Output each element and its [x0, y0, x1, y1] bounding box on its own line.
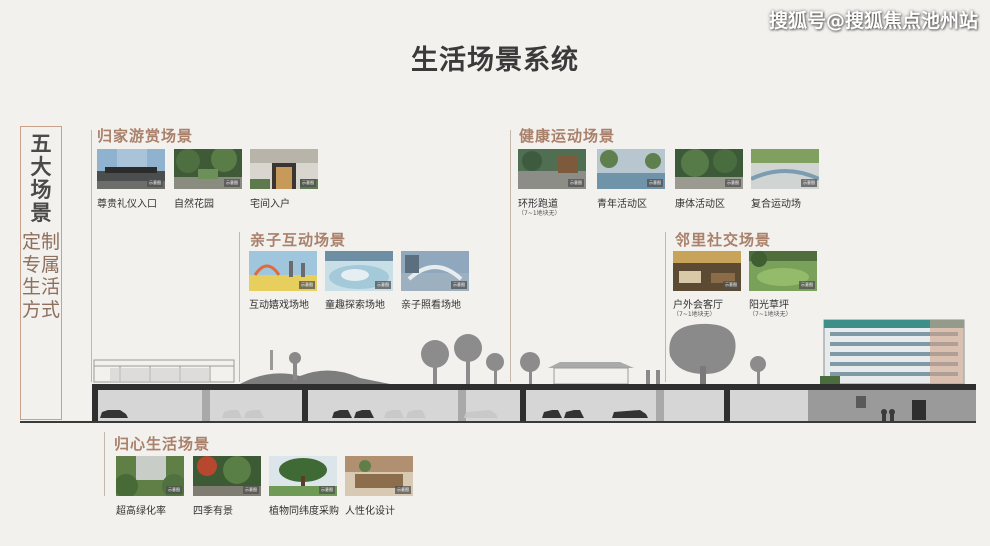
section-social-title: 邻里社交场景	[675, 231, 772, 249]
divider-home	[91, 130, 92, 382]
note-outdoor-lounge: （7~1地块无）	[673, 311, 716, 318]
caption-sports-field: 复合运动场	[751, 199, 801, 210]
photo-sunny-lawn: 示意图	[749, 251, 817, 291]
photo-play-area: 示意图	[249, 251, 317, 291]
caption-humanized-design: 人性化设计	[345, 506, 395, 517]
photo-parent-area: 示意图	[401, 251, 469, 291]
section-sports-title: 健康运动场景	[519, 127, 616, 145]
photo-outdoor-lounge: 示意图	[673, 251, 741, 291]
photo-running-track: 示意图	[518, 149, 586, 189]
photo-home-entry: 示意图	[250, 149, 318, 189]
caption-sunny-lawn: 阳光草坪	[749, 300, 789, 311]
caption-home-entry: 宅间入户	[250, 199, 290, 210]
caption-youth-area: 青年活动区	[597, 199, 647, 210]
underground-silhouette	[92, 390, 976, 422]
caption-play-area: 互动嬉戏场地	[249, 300, 309, 311]
photo-youth-area: 示意图	[597, 149, 665, 189]
landscape-silhouette	[93, 319, 965, 385]
section-family-title: 亲子互动场景	[250, 231, 347, 249]
caption-four-seasons: 四季有景	[193, 506, 233, 517]
photo-sports-field: 示意图	[751, 149, 819, 189]
photo-greening-rate: 示意图	[116, 456, 184, 496]
photo-natural-garden: 示意图	[174, 149, 242, 189]
caption-running-track: 环形跑道	[518, 199, 558, 210]
baseline	[20, 421, 976, 423]
page-title: 生活场景系统	[411, 45, 579, 76]
photo-entrance: 示意图	[97, 149, 165, 189]
caption-natural-garden: 自然花园	[174, 199, 214, 210]
caption-parent-area: 亲子照看场地	[401, 300, 461, 311]
section-heart-title: 归心生活场景	[114, 435, 211, 453]
section-home-title: 归家游赏场景	[97, 127, 194, 145]
note-running-track: （7~1地块无）	[518, 210, 561, 217]
note-sunny-lawn: （7~1地块无）	[749, 311, 792, 318]
caption-fitness-area: 康体活动区	[675, 199, 725, 210]
divider-social	[665, 232, 666, 382]
photo-four-seasons: 示意图	[193, 456, 261, 496]
photo-explore-area: 示意图	[325, 251, 393, 291]
caption-greening-rate: 超高绿化率	[116, 506, 166, 517]
caption-plant-sourcing: 植物同纬度采购	[269, 506, 339, 517]
photo-plant-sourcing: 示意图	[269, 456, 337, 496]
caption-entrance: 尊贵礼仪入口	[97, 199, 157, 210]
divider-family	[239, 232, 240, 382]
watermark: 搜狐号@搜狐焦点池州站	[768, 10, 978, 32]
photo-fitness-area: 示意图	[675, 149, 743, 189]
caption-outdoor-lounge: 户外会客厅	[673, 300, 723, 311]
photo-humanized-design: 示意图	[345, 456, 413, 496]
divider-heart	[104, 432, 105, 496]
divider-sports	[510, 130, 511, 382]
sidebar-main-title: 五大场景	[30, 132, 52, 225]
ground-level-slab	[92, 384, 976, 390]
sidebar-subtitle: 定制专属生活方式	[21, 231, 60, 321]
caption-explore-area: 童趣探索场地	[325, 300, 385, 311]
sidebar-title-box: 五大场景 定制专属生活方式	[20, 126, 62, 420]
